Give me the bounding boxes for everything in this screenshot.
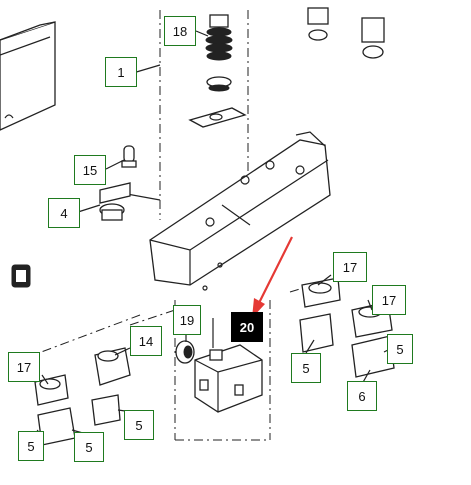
- callout-5-bottom[interactable]: 5: [74, 432, 104, 462]
- right-switch-group: [299, 277, 395, 378]
- callout-17-right-top[interactable]: 17: [333, 252, 367, 282]
- housing-box: [0, 21, 56, 131]
- callout-5-bottom-left[interactable]: 5: [18, 431, 44, 461]
- left-switch-group: [34, 347, 131, 446]
- callout-17-right[interactable]: 17: [372, 285, 406, 315]
- callout-5-right[interactable]: 5: [291, 353, 321, 383]
- part-19-cap: [175, 340, 195, 364]
- black-knob: [11, 264, 31, 288]
- part-15-bulb: [121, 145, 137, 168]
- callout-20-selected[interactable]: 20: [231, 312, 263, 342]
- callout-5-middle[interactable]: 5: [124, 410, 154, 440]
- part-18-cone: [188, 14, 247, 128]
- callout-19[interactable]: 19: [173, 305, 201, 335]
- callout-15[interactable]: 15: [74, 155, 106, 185]
- callout-6[interactable]: 6: [347, 381, 377, 411]
- part-4-switch: [99, 182, 131, 221]
- callout-4[interactable]: 4: [48, 198, 80, 228]
- control-housing: [149, 131, 331, 291]
- callout-17-left[interactable]: 17: [8, 352, 40, 382]
- callout-5-far-right[interactable]: 5: [387, 334, 413, 364]
- top-right-switches: [307, 7, 385, 59]
- callout-14[interactable]: 14: [130, 326, 162, 356]
- callout-1[interactable]: 1: [105, 57, 137, 87]
- callout-18[interactable]: 18: [164, 16, 196, 46]
- part-20-switch-block: [194, 318, 263, 413]
- highlight-arrow: [252, 236, 293, 318]
